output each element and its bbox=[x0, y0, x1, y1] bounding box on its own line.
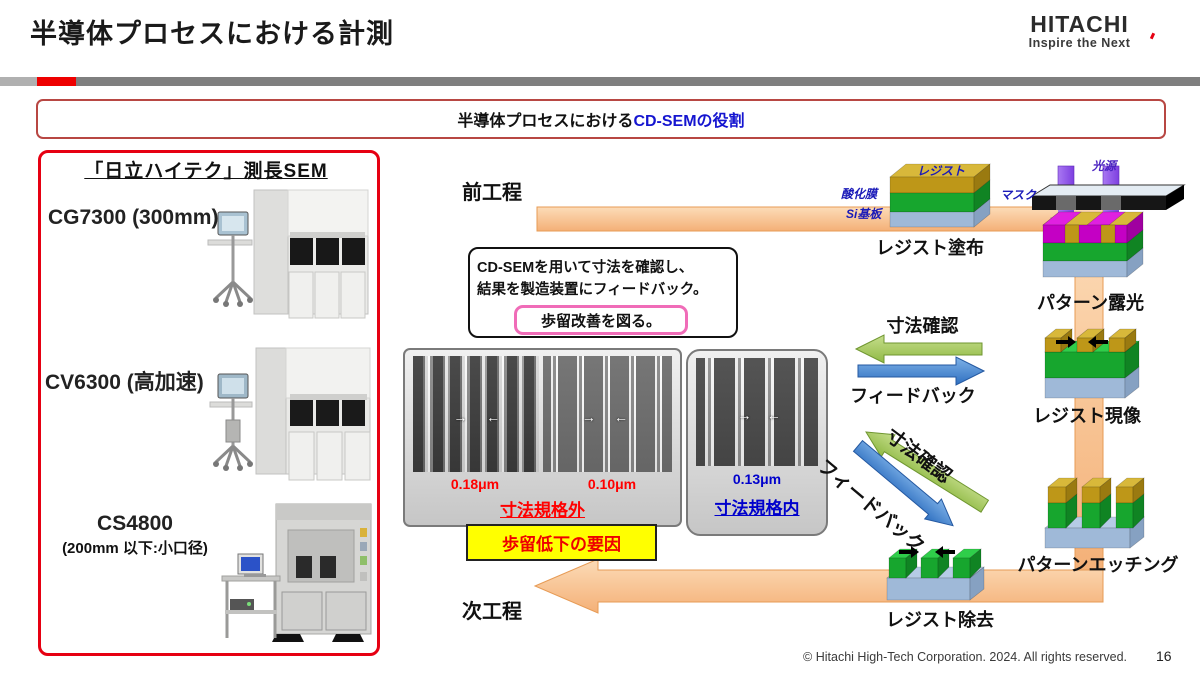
banner-text: 半導体プロセスにおける bbox=[457, 113, 634, 130]
photomask bbox=[1030, 184, 1186, 210]
cv6300-machine-image bbox=[209, 347, 371, 481]
wafer-resist-removal bbox=[886, 546, 985, 601]
page-title: 半導体プロセスにおける計測 bbox=[30, 19, 394, 49]
resist-ridges bbox=[1044, 328, 1137, 353]
note-line-2: 結果を製造装置にフィードバック。 bbox=[477, 282, 708, 298]
yield-improvement-box: 歩留改善を図る。 bbox=[514, 305, 688, 335]
left-panel-title: 「日立ハイテク」測長SEM bbox=[84, 161, 328, 182]
exposure-light-arrows bbox=[1057, 165, 1120, 186]
cg7300-machine-image bbox=[207, 189, 369, 319]
measure-arrow-right-icon: → bbox=[581, 408, 596, 425]
step-label-pattern-exposure: パターン露光 bbox=[1036, 293, 1145, 313]
step-label-pattern-etching: パターンエッチング bbox=[1017, 555, 1179, 575]
feedback-label: フィードバック bbox=[850, 386, 976, 406]
wafer-resist-coat bbox=[889, 163, 991, 228]
check-arrow-diagonal bbox=[865, 431, 990, 513]
measurement-010: 0.10μm bbox=[587, 476, 637, 492]
sem-panel-out-of-spec: → ← → ← 0.18μm 0.10μm 寸法規格外 bbox=[403, 348, 682, 527]
logo-accent-mark bbox=[1149, 32, 1156, 40]
dimension-check-label: 寸法確認 bbox=[886, 316, 959, 336]
measurement-013: 0.13μm bbox=[732, 471, 782, 487]
out-of-spec-label: 寸法規格外 bbox=[500, 501, 585, 520]
feedback-arrow-diagonal bbox=[852, 439, 954, 527]
measure-arrow-left-icon: ← bbox=[766, 406, 781, 423]
wafer-pattern-exposure bbox=[1042, 211, 1144, 278]
measure-arrow-left-icon: ← bbox=[486, 408, 501, 425]
yield-drop-cause-box: 歩留低下の要因 bbox=[466, 524, 657, 561]
measure-arrow-right-icon: → bbox=[737, 406, 752, 423]
sem-image-013um: → ← bbox=[696, 358, 818, 466]
in-spec-label: 寸法規格内 bbox=[714, 499, 800, 518]
title-divider-bar bbox=[0, 77, 1200, 86]
product-cg7300-label: CG7300 (300mm) bbox=[48, 206, 219, 229]
copyright-text: © Hitachi High-Tech Corporation. 2024. A… bbox=[803, 650, 1127, 664]
sem-image-018um: → ← bbox=[413, 356, 539, 472]
wafer-pattern-etching bbox=[1044, 477, 1145, 549]
step-label-resist-develop: レジスト現像 bbox=[1033, 406, 1141, 426]
light-source-label: 光源 bbox=[1092, 159, 1117, 173]
measurement-018: 0.18μm bbox=[450, 476, 500, 492]
product-cs4800-label: CS4800 bbox=[97, 512, 173, 535]
resist-layer-label: レジスト bbox=[916, 164, 965, 178]
feedback-arrow-right bbox=[857, 356, 986, 386]
cs4800-machine-image bbox=[221, 503, 372, 642]
hitachi-logo: HITACHI Inspire the Next bbox=[997, 12, 1162, 50]
mask-label: マスク bbox=[1000, 188, 1037, 202]
check-arrow-left bbox=[854, 334, 983, 364]
step-label-resist-coat: レジスト塗布 bbox=[876, 238, 984, 258]
oxide-layer-label: 酸化膜 bbox=[841, 187, 878, 201]
product-cv6300-label: CV6300 (高加速) bbox=[45, 371, 204, 394]
note-line-1: CD-SEMを用いて寸法を確認し、 bbox=[477, 260, 694, 276]
etched-pillars bbox=[1047, 477, 1145, 529]
next-process-label: 次工程 bbox=[462, 601, 522, 623]
shrink-arrows-develop bbox=[1056, 336, 1108, 348]
hitachi-logo-text: HITACHI bbox=[1030, 11, 1129, 37]
product-cs4800-spec: (200mm 以下:小口径) bbox=[62, 540, 208, 557]
banner-highlight: CD-SEMの役割 bbox=[633, 113, 745, 130]
shrink-arrows-removal bbox=[899, 546, 955, 558]
wafer-resist-develop bbox=[1044, 328, 1140, 399]
step-label-resist-removal: レジスト除去 bbox=[886, 610, 994, 630]
divider-segment-light bbox=[0, 77, 37, 86]
sem-panel-in-spec: → ← 0.13μm 寸法規格内 bbox=[686, 349, 828, 536]
divider-segment-red bbox=[37, 77, 76, 86]
substrate-layer-label: Si基板 bbox=[846, 207, 882, 221]
measure-arrow-right-icon: → bbox=[453, 408, 468, 425]
sem-image-010um: → ← bbox=[543, 356, 672, 472]
logo-tagline: Inspire the Next bbox=[997, 32, 1162, 50]
process-flow-graphic bbox=[533, 163, 1186, 614]
page-number: 16 bbox=[1156, 648, 1172, 664]
cdsem-note-box: CD-SEMを用いて寸法を確認し、 結果を製造装置にフィードバック。 歩留改善を… bbox=[468, 247, 738, 338]
front-process-label: 前工程 bbox=[462, 182, 522, 204]
divider-segment-dark bbox=[76, 77, 1200, 86]
measure-arrow-left-icon: ← bbox=[613, 408, 628, 425]
